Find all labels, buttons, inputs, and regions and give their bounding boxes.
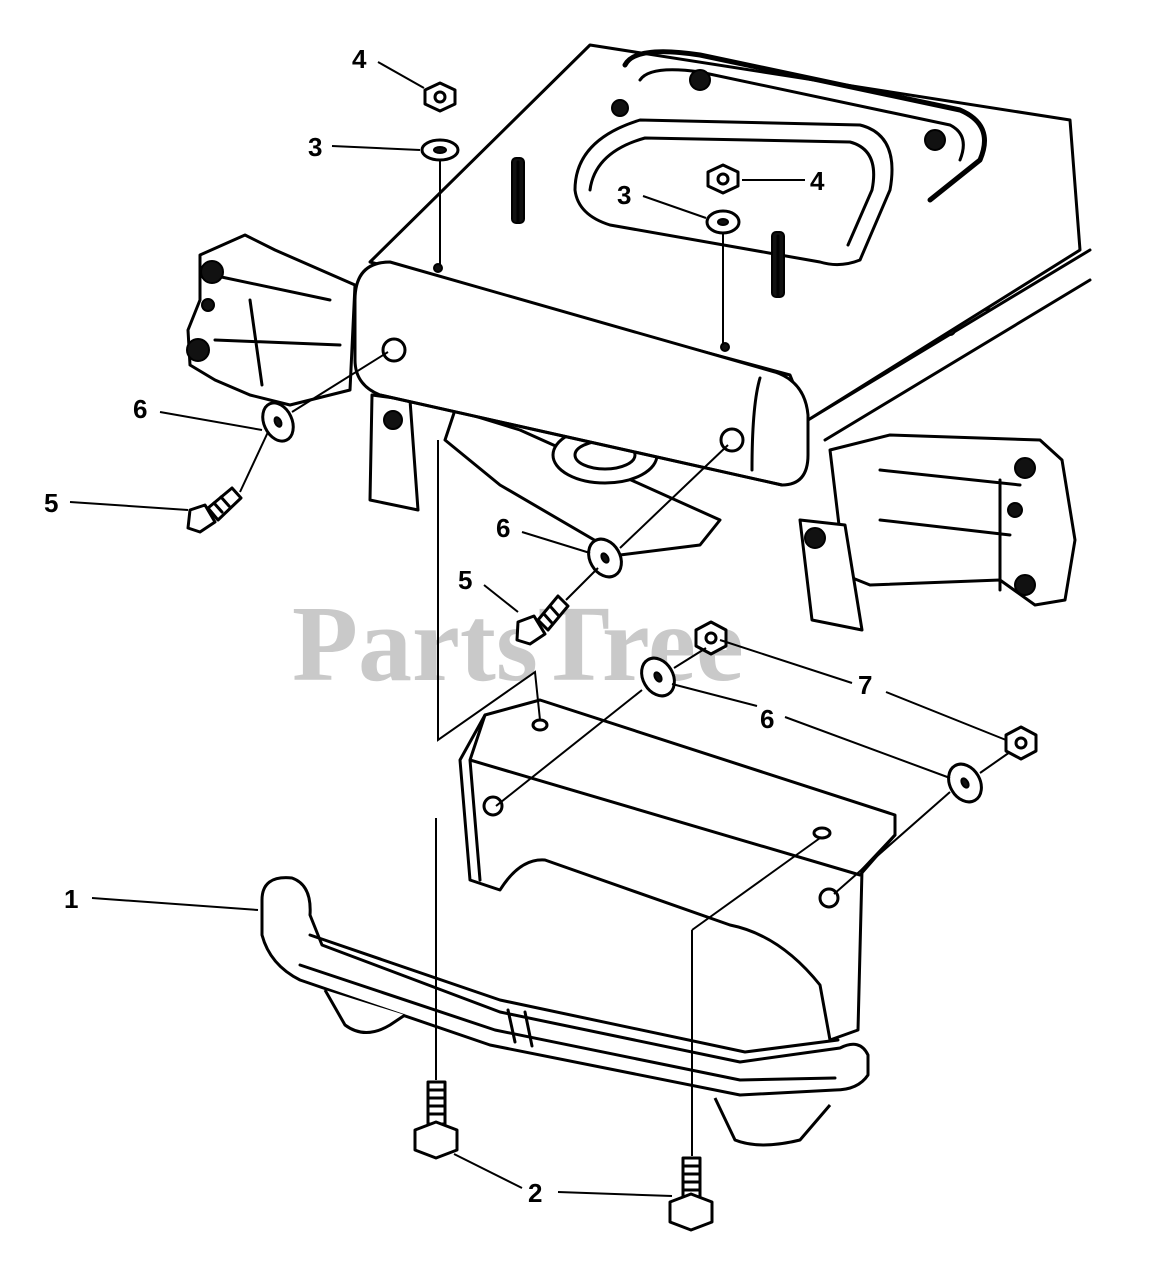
callout-4b: 4: [810, 166, 825, 196]
callout-2: 2: [528, 1178, 542, 1208]
callout-6a: 6: [133, 394, 147, 424]
callout-3a: 3: [308, 132, 322, 162]
callout-7: 7: [858, 670, 872, 700]
callout-labels: 4 3 4 3 6 5 6 5 7 6 1 2: [44, 44, 872, 1208]
callout-3b: 3: [617, 180, 631, 210]
flat-washer-6d: [947, 762, 983, 804]
hex-nut-7a: [694, 620, 728, 656]
callout-6b: 6: [496, 513, 510, 543]
flat-washer-6a: [261, 401, 295, 443]
callout-6c: 6: [760, 704, 774, 734]
flange-bolt-5b: [515, 594, 570, 646]
callout-5a: 5: [44, 488, 58, 518]
bumper-bracket: [458, 698, 897, 1042]
flat-washer-6b: [587, 537, 623, 579]
callout-leaders: [69, 61, 1007, 1197]
flange-nut-4b: [706, 163, 740, 195]
hardware: [186, 81, 1038, 1232]
callout-1: 1: [64, 884, 78, 914]
callout-5b: 5: [458, 565, 472, 595]
assembly-lines: [239, 160, 1011, 1156]
lock-washer-3b: [705, 209, 741, 235]
watermark-text: PartsTree: [292, 585, 744, 704]
callout-4a: 4: [352, 44, 367, 74]
flange-nut-4a: [423, 81, 457, 113]
flat-washer-6c: [640, 656, 676, 698]
front-bumper-tube: [260, 876, 870, 1147]
hex-nut-7b: [1004, 725, 1038, 761]
flange-bolt-2a: [413, 1080, 459, 1160]
flange-bolt-5a: [186, 486, 243, 534]
lock-washer-3a: [420, 138, 460, 162]
flange-bolt-2b: [668, 1156, 714, 1232]
